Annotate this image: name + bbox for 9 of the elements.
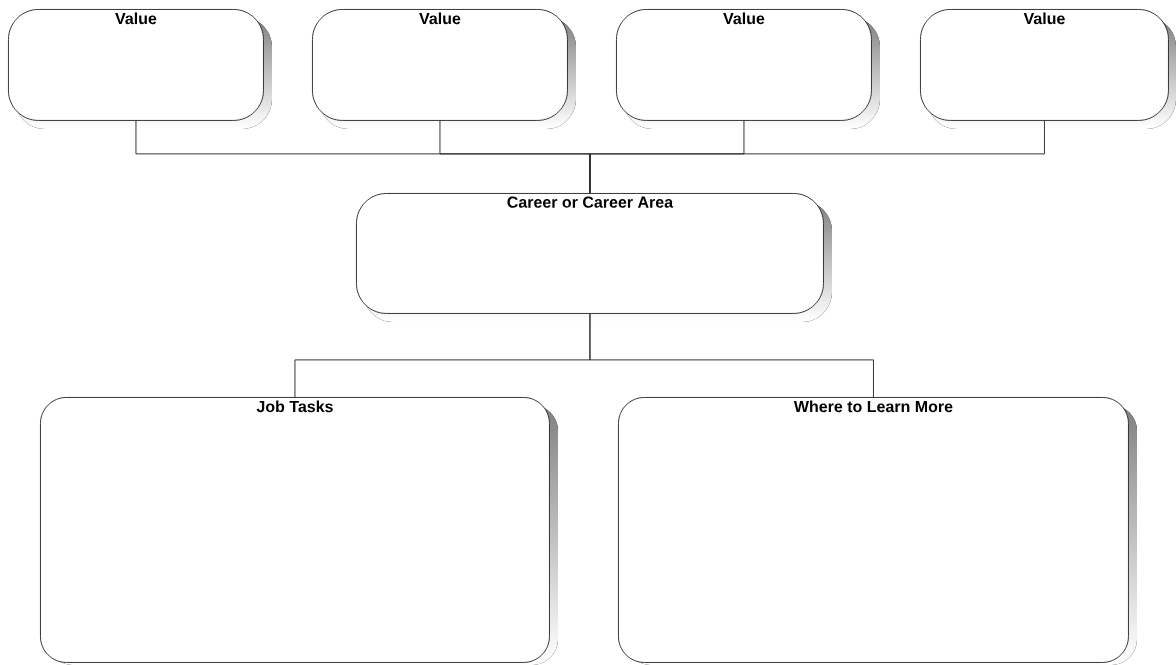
value-box: Value bbox=[312, 9, 576, 129]
learn-more-box: Where to Learn More bbox=[618, 397, 1137, 665]
value-box: Value bbox=[8, 9, 272, 129]
career-box: Career or Career Area bbox=[356, 193, 832, 322]
value-box: Value bbox=[616, 9, 880, 129]
connector-line bbox=[589, 313, 874, 398]
value-box: Value bbox=[920, 9, 1176, 129]
connector-line bbox=[589, 120, 1045, 194]
job-tasks-box: Job Tasks bbox=[40, 397, 558, 665]
